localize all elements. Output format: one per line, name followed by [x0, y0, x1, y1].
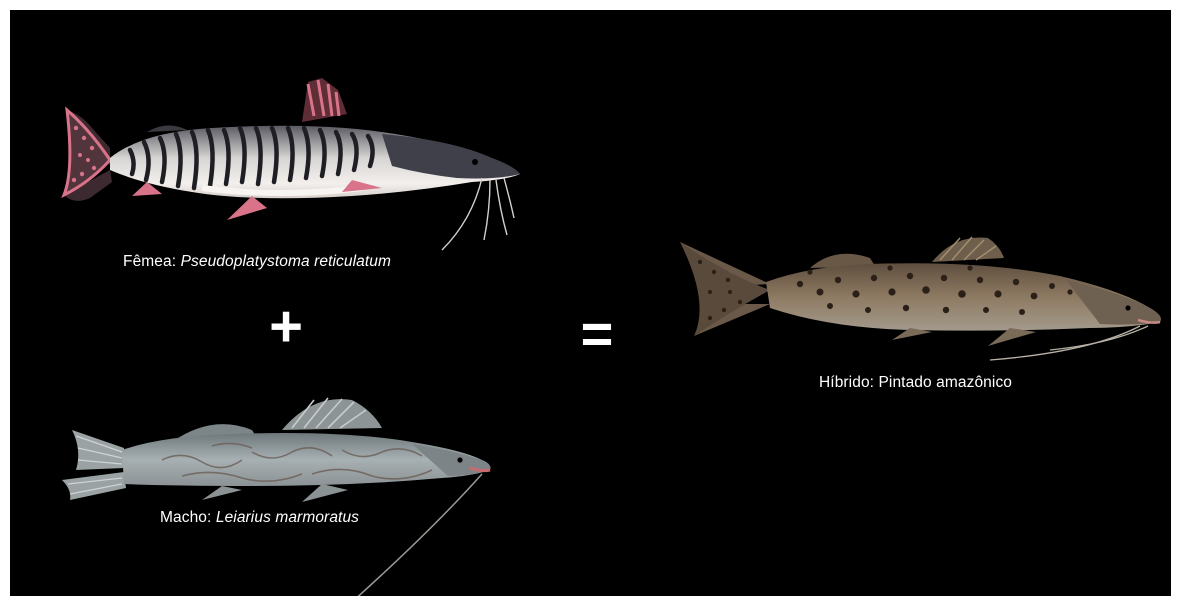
female-fish-image — [52, 70, 522, 260]
male-species-name: Leiarius marmoratus — [216, 509, 359, 526]
equals-sign: = — [572, 306, 622, 362]
diagram-canvas: Fêmea: Pseudoplatystoma reticulatum + — [10, 10, 1171, 596]
female-species-name: Pseudoplatystoma reticulatum — [181, 253, 391, 270]
male-caption: Macho: Leiarius marmoratus — [160, 509, 359, 527]
female-caption-prefix: Fêmea: — [123, 253, 181, 270]
hybrid-caption: Híbrido: Pintado amazônico — [819, 374, 1012, 392]
female-caption: Fêmea: Pseudoplatystoma reticulatum — [123, 253, 391, 271]
plus-sign: + — [262, 298, 310, 356]
hybrid-fish-image — [670, 232, 1170, 367]
male-fish-image — [52, 390, 492, 596]
male-caption-prefix: Macho: — [160, 509, 216, 526]
